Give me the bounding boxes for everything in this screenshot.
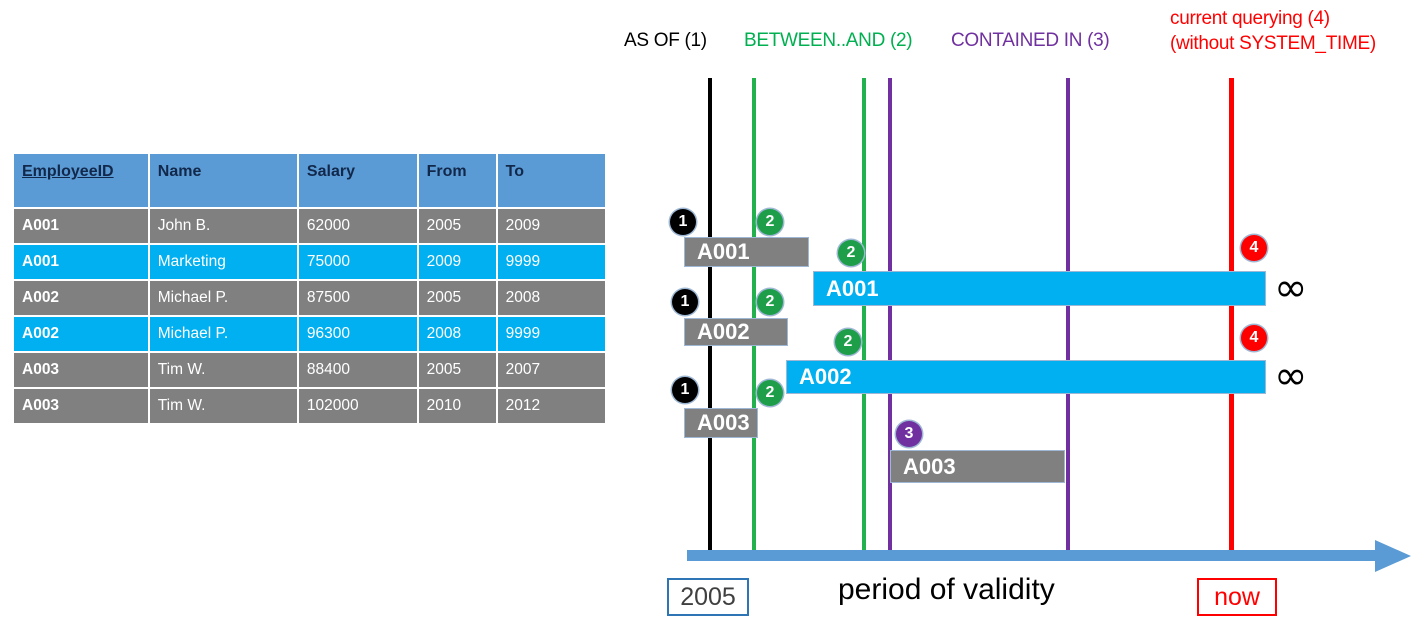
column-header-salary: Salary — [298, 154, 417, 207]
cell-name: Tim W. — [149, 353, 297, 387]
cell-name: Marketing — [149, 245, 297, 279]
cell-from: 2010 — [418, 389, 496, 423]
infinity-icon-a001: ∞ — [1274, 265, 1308, 311]
cell-employeeid: A003 — [14, 389, 148, 423]
badge-3-a003-contained: 3 — [896, 421, 922, 447]
legend-current-line1: current querying (4) — [1170, 8, 1330, 29]
legend-current-querying: current querying (4) (without SYSTEM_TIM… — [1170, 6, 1376, 56]
cell-employeeid: A002 — [14, 281, 148, 315]
column-header-from: From — [418, 154, 496, 207]
cell-to: 2009 — [497, 209, 605, 243]
cell-from: 2009 — [418, 245, 496, 279]
query-line-between-start — [752, 78, 756, 556]
cell-salary: 62000 — [298, 209, 417, 243]
table-row: A001 Marketing 75000 2009 9999 — [14, 245, 605, 279]
employee-history-table: EmployeeID Name Salary From To A001 John… — [12, 152, 607, 425]
axis-start-label: 2005 — [667, 578, 749, 616]
badge-2-a002-current: 2 — [835, 329, 861, 355]
cell-salary: 75000 — [298, 245, 417, 279]
badge-1-a003: 1 — [672, 377, 698, 403]
cell-employeeid: A001 — [14, 245, 148, 279]
bar-a001-historic: A001 — [684, 237, 809, 267]
badge-1-a001: 1 — [670, 209, 696, 235]
cell-from: 2005 — [418, 209, 496, 243]
bar-a002-current: A002 — [786, 360, 1266, 394]
badge-1-a002: 1 — [672, 289, 698, 315]
bar-label: A002 — [799, 364, 852, 389]
column-header-employeeid: EmployeeID — [14, 154, 148, 207]
query-line-as-of — [708, 78, 712, 556]
badge-2-a001-current: 2 — [838, 240, 864, 266]
cell-name: Michael P. — [149, 281, 297, 315]
cell-employeeid: A001 — [14, 209, 148, 243]
legend-contained-in: CONTAINED IN (3) — [951, 30, 1110, 51]
table-row: A002 Michael P. 87500 2005 2008 — [14, 281, 605, 315]
query-line-between-end — [862, 78, 866, 556]
bar-label: A002 — [697, 319, 750, 344]
cell-salary: 87500 — [298, 281, 417, 315]
bar-label: A003 — [697, 410, 750, 435]
cell-salary: 88400 — [298, 353, 417, 387]
cell-to: 2007 — [497, 353, 605, 387]
badge-2-a001-start: 2 — [757, 209, 783, 235]
badge-2-a002-start: 2 — [757, 289, 783, 315]
cell-name: Tim W. — [149, 389, 297, 423]
table-row: A002 Michael P. 96300 2008 9999 — [14, 317, 605, 351]
bar-a003-historic: A003 — [684, 408, 758, 438]
cell-from: 2005 — [418, 353, 496, 387]
column-header-to: To — [497, 154, 605, 207]
badge-4-a001-now: 4 — [1241, 235, 1267, 261]
cell-salary: 96300 — [298, 317, 417, 351]
cell-to: 2008 — [497, 281, 605, 315]
column-header-name: Name — [149, 154, 297, 207]
cell-name: Michael P. — [149, 317, 297, 351]
timeline-arrow-icon — [1375, 540, 1411, 572]
cell-name: John B. — [149, 209, 297, 243]
cell-to: 9999 — [497, 317, 605, 351]
bar-a001-current: A001 — [813, 271, 1266, 306]
timeline-axis — [687, 550, 1387, 561]
bar-a003-later: A003 — [890, 450, 1065, 483]
table-row: A003 Tim W. 88400 2005 2007 — [14, 353, 605, 387]
cell-salary: 102000 — [298, 389, 417, 423]
bar-label: A003 — [903, 453, 956, 479]
legend-as-of: AS OF (1) — [624, 30, 707, 51]
badge-2-a003-start: 2 — [757, 380, 783, 406]
table-row: A001 John B. 62000 2005 2009 — [14, 209, 605, 243]
cell-employeeid: A002 — [14, 317, 148, 351]
table-header-row: EmployeeID Name Salary From To — [14, 154, 605, 207]
table-row: A003 Tim W. 102000 2010 2012 — [14, 389, 605, 423]
cell-employeeid: A003 — [14, 353, 148, 387]
axis-caption: period of validity — [838, 573, 1055, 606]
bar-label: A001 — [826, 275, 879, 301]
axis-now-label: now — [1197, 578, 1277, 616]
cell-to: 9999 — [497, 245, 605, 279]
badge-4-a002-now: 4 — [1241, 325, 1267, 351]
cell-from: 2005 — [418, 281, 496, 315]
legend-between-and: BETWEEN..AND (2) — [744, 30, 913, 51]
bar-a002-historic: A002 — [684, 318, 788, 346]
cell-to: 2012 — [497, 389, 605, 423]
query-line-now — [1229, 78, 1234, 556]
legend-current-line2: (without SYSTEM_TIME) — [1170, 33, 1376, 54]
bar-label: A001 — [697, 239, 750, 264]
query-line-contained-start — [888, 78, 892, 556]
cell-from: 2008 — [418, 317, 496, 351]
infinity-icon-a002: ∞ — [1274, 353, 1308, 399]
query-line-contained-end — [1066, 78, 1070, 556]
